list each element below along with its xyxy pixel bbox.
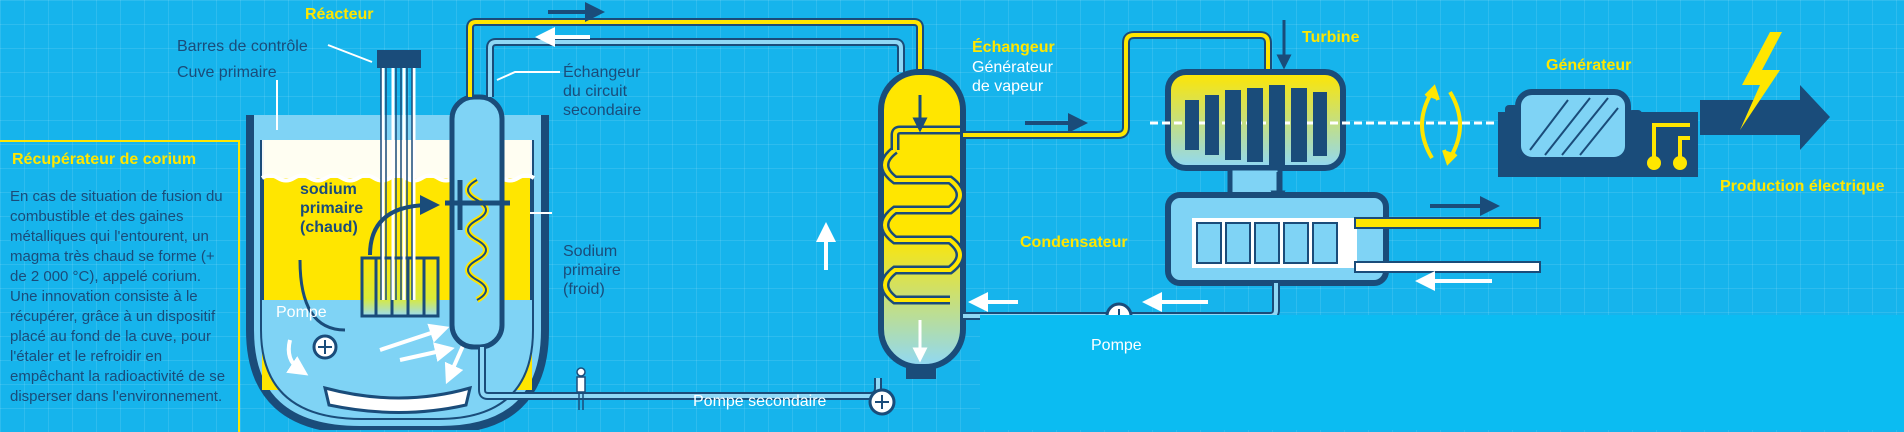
- primary-vessel-label: Cuve primaire: [177, 64, 277, 81]
- reactor-core: [360, 256, 440, 318]
- rotation-arrows-icon: [1420, 84, 1462, 166]
- reactor-title: Réacteur: [305, 6, 374, 23]
- secondary-pipes: [466, 18, 924, 400]
- steam-generator-label: Générateur de vapeur: [972, 59, 1053, 96]
- lower-right-panel: [980, 315, 1904, 430]
- cold-sodium-label: Sodium primaire (froid): [563, 243, 621, 299]
- condenser: [1165, 192, 1541, 291]
- person-icon: [576, 367, 586, 410]
- reactor-pump-icon: [312, 334, 338, 360]
- reactor-pump-label: Pompe: [276, 304, 327, 321]
- output-label: Production électrique: [1720, 178, 1885, 195]
- secondary-pump-icon: [868, 388, 896, 416]
- condenser-pump-label: Pompe: [1091, 337, 1142, 354]
- lightning-bolt-icon: [1740, 32, 1782, 130]
- turbine: [1150, 69, 1510, 206]
- leader-lines: [276, 44, 560, 214]
- generator: [1498, 89, 1698, 177]
- hot-sodium-label: sodium primaire (chaud): [300, 181, 364, 237]
- corium-title: Récupérateur de corium: [12, 151, 197, 168]
- control-rods: [377, 50, 421, 300]
- output-arrow: [1700, 85, 1830, 150]
- control-rods-label: Barres de contrôle: [177, 38, 308, 55]
- condenser-title: Condensateur: [1020, 234, 1128, 251]
- reactor-vessel: [246, 50, 549, 430]
- flow-arrow-icon: [535, 2, 836, 270]
- turbine-title: Turbine: [1302, 29, 1360, 46]
- secondary-pump-label: Pompe secondaire: [693, 393, 827, 410]
- secondary-exchanger-label: Échangeur du circuit secondaire: [563, 64, 642, 120]
- exchanger-title: Échangeur: [972, 39, 1055, 56]
- steam-generator: [878, 69, 966, 379]
- steam-line: [963, 20, 1292, 139]
- generator-title: Générateur: [1546, 57, 1632, 74]
- corium-panel: Récupérateur de corium En cas de situati…: [0, 140, 240, 432]
- corium-description: En cas de situation de fusion du combust…: [10, 188, 226, 405]
- corium-catcher: [322, 385, 473, 414]
